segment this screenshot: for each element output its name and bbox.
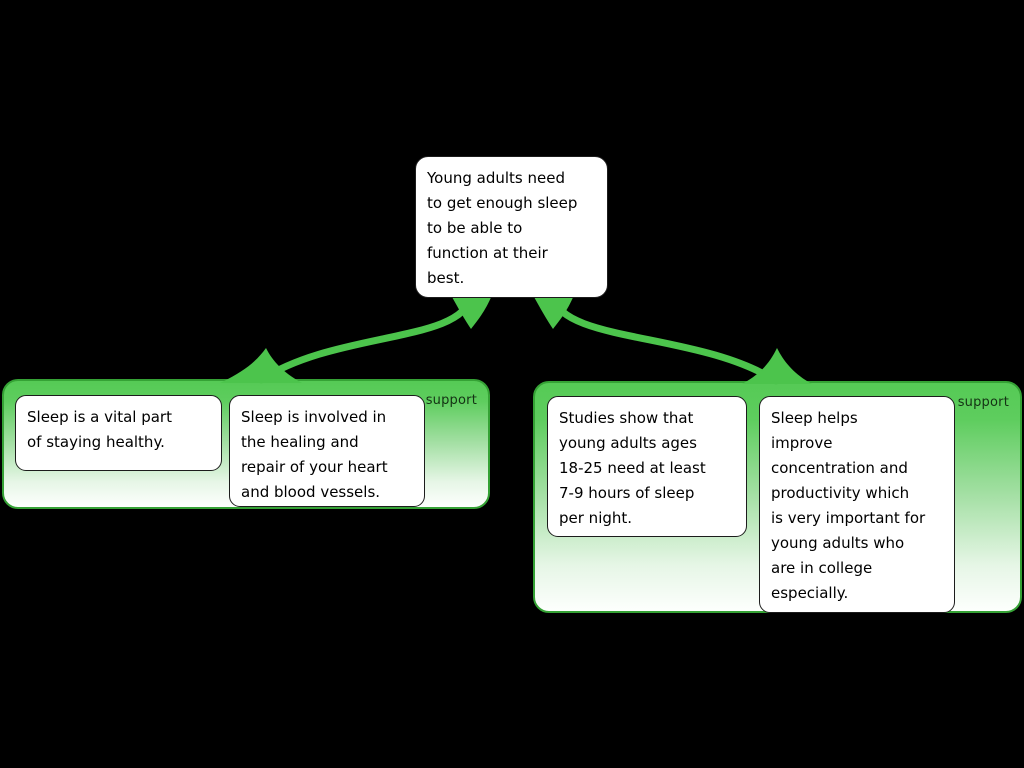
support-relation-label: support <box>957 395 1009 410</box>
support-group-left[interactable]: support Sleep is a vital part of staying… <box>2 379 490 509</box>
connector-left-foot-flare <box>220 348 302 383</box>
reason-node-concentration-productivity[interactable]: Sleep helps improve concentration and pr… <box>759 396 955 613</box>
reason-node-healing-repair[interactable]: Sleep is involved in the healing and rep… <box>229 395 425 507</box>
connector-claim-to-right-support <box>533 292 812 385</box>
connector-right-foot-flare <box>742 348 812 384</box>
connector-claim-to-left-support <box>220 292 492 384</box>
connector-right-top-flare <box>533 295 574 329</box>
connector-left-top-flare <box>451 295 492 329</box>
support-relation-label: support <box>425 393 477 408</box>
connector-right-curve <box>549 292 780 385</box>
support-group-right[interactable]: support Studies show that young adults a… <box>533 381 1022 613</box>
reason-node-vital-part[interactable]: Sleep is a vital part of staying healthy… <box>15 395 222 471</box>
claim-node[interactable]: Young adults need to get enough sleep to… <box>415 156 608 298</box>
connector-left-curve <box>257 292 475 384</box>
reason-node-studies-hours[interactable]: Studies show that young adults ages 18-2… <box>547 396 747 537</box>
